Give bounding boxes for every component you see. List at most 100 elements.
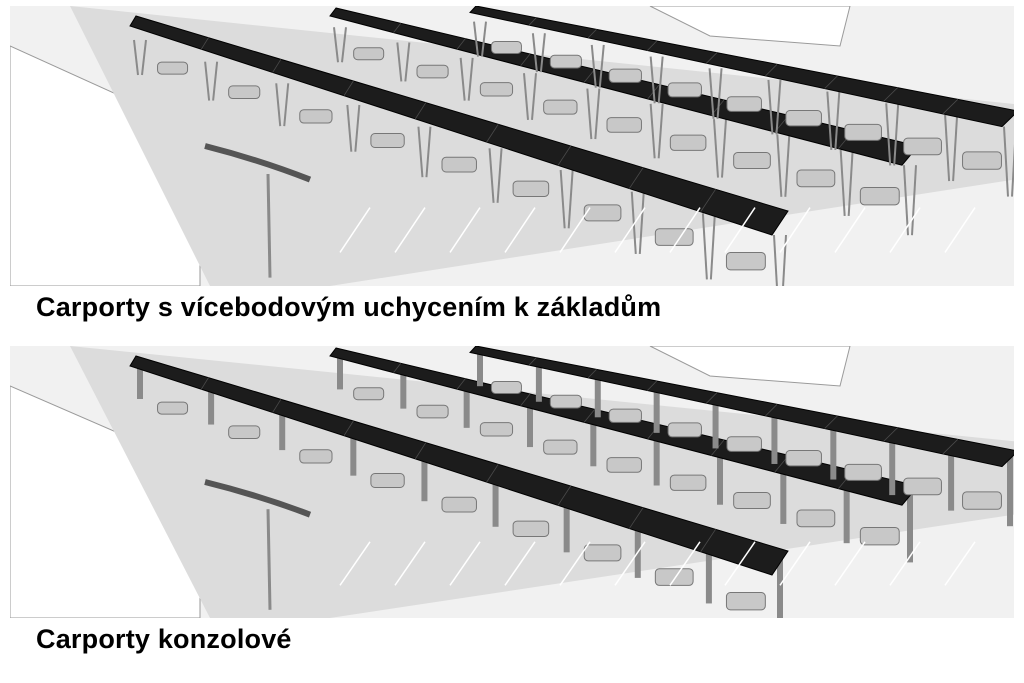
column: [421, 450, 428, 502]
parking-line: [559, 541, 591, 586]
parking-line: [889, 541, 921, 586]
roof-panel-seam: [200, 37, 209, 50]
car: [654, 228, 694, 246]
car: [903, 477, 942, 496]
parking-line: [339, 207, 371, 253]
column: [634, 515, 641, 578]
parking-line: [834, 207, 866, 253]
car: [370, 473, 405, 488]
car: [654, 568, 694, 586]
column: [212, 61, 219, 101]
column: [782, 234, 787, 286]
column: [492, 472, 499, 527]
column: [771, 409, 778, 464]
column: [657, 103, 664, 159]
parking-line: [614, 207, 646, 253]
column: [586, 88, 593, 140]
car: [549, 394, 582, 409]
column: [784, 134, 791, 197]
roof-panel-seam: [587, 29, 597, 39]
building-back: [649, 346, 851, 387]
column: [594, 88, 601, 140]
parking-line: [449, 541, 481, 586]
roof-panel-seam: [393, 23, 401, 33]
parking-line: [779, 541, 811, 586]
column: [767, 79, 774, 135]
column: [893, 103, 900, 166]
column: [535, 362, 542, 402]
column: [404, 42, 411, 82]
car: [733, 152, 771, 170]
column: [496, 148, 503, 203]
column: [527, 400, 533, 448]
roof-panel-seam: [528, 17, 537, 26]
column: [907, 492, 913, 563]
column: [567, 169, 574, 229]
car: [785, 110, 822, 127]
column: [481, 21, 487, 57]
roof-panel-seam: [393, 363, 401, 373]
column: [653, 386, 660, 433]
roof-panel-seam: [700, 189, 716, 212]
roof-panel-seam: [647, 40, 657, 51]
column: [590, 415, 597, 467]
car: [608, 408, 642, 423]
roof-panel-seam: [272, 399, 282, 413]
car: [512, 520, 550, 537]
carport-rendering-multipoint: [10, 6, 1014, 286]
column: [279, 407, 286, 451]
car: [962, 491, 1002, 510]
roof-panel-seam: [628, 167, 644, 189]
roof-panel-seam: [486, 124, 499, 143]
car: [606, 457, 642, 473]
column: [473, 21, 479, 57]
roof-panel-seam: [824, 75, 838, 89]
column: [776, 134, 783, 197]
car: [441, 496, 477, 513]
roof-panel-seam: [557, 485, 572, 506]
roof-panel-seam: [628, 507, 644, 529]
column: [777, 559, 783, 618]
canopy-post: [266, 509, 272, 610]
car: [667, 422, 702, 438]
column: [417, 126, 424, 178]
column: [709, 213, 716, 280]
roof-panel-seam: [583, 69, 595, 83]
parking-line: [944, 541, 976, 586]
car: [903, 137, 942, 156]
parking-line: [504, 207, 536, 253]
column: [531, 33, 538, 73]
car: [479, 422, 514, 437]
column: [889, 432, 896, 496]
column: [653, 431, 660, 486]
column: [952, 114, 959, 182]
column: [649, 103, 656, 159]
parking-line: [559, 207, 591, 253]
car: [299, 449, 333, 464]
parking-line: [504, 541, 536, 586]
column: [834, 91, 841, 151]
column: [467, 57, 474, 101]
roof-panel-seam: [583, 409, 595, 423]
roof-panel-seam: [942, 99, 959, 115]
car: [844, 123, 882, 141]
roof-panel-seam: [942, 439, 959, 455]
column: [826, 91, 833, 151]
column: [531, 73, 537, 120]
car: [353, 47, 385, 61]
column: [425, 126, 432, 178]
column: [539, 33, 546, 73]
column: [944, 114, 951, 182]
column: [713, 119, 719, 178]
car: [669, 474, 707, 491]
roof-panel-seam: [520, 53, 531, 66]
parking-line: [394, 541, 426, 586]
roof-panel-seam: [414, 102, 427, 120]
roof-panel-seam: [824, 415, 838, 429]
car: [733, 492, 771, 510]
roof-panel-seam: [557, 145, 572, 166]
car: [796, 169, 836, 188]
roof-panel-seam: [587, 369, 597, 379]
parking-line: [779, 207, 811, 253]
column: [717, 446, 723, 505]
